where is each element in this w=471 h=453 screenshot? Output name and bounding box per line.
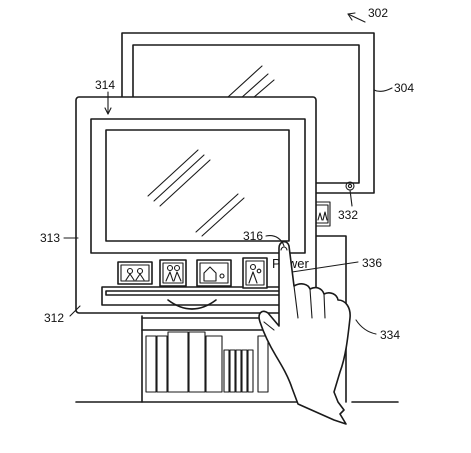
- leader-lines: [63, 12, 393, 335]
- label-332: 332: [338, 208, 358, 222]
- reference-labels: 302 304 314 313 316 312 332 336 334: [40, 6, 414, 342]
- label-312: 312: [44, 311, 64, 325]
- screen-glass: [105, 129, 290, 242]
- thumbnail-1[interactable]: [117, 261, 153, 285]
- label-313: 313: [40, 231, 60, 245]
- thumbnail-2[interactable]: [159, 259, 187, 287]
- thumbnail-4[interactable]: [242, 257, 268, 289]
- label-314: 314: [95, 78, 115, 92]
- thumbnail-row: [117, 257, 268, 289]
- label-304: 304: [394, 81, 414, 95]
- hand: [258, 240, 351, 425]
- shelf-unit: [75, 195, 399, 403]
- label-302: 302: [368, 6, 388, 20]
- label-334: 334: [380, 328, 400, 342]
- label-336: 336: [362, 256, 382, 270]
- label-316: 316: [243, 229, 263, 243]
- books: [145, 331, 269, 393]
- thumbnail-3[interactable]: [196, 259, 232, 287]
